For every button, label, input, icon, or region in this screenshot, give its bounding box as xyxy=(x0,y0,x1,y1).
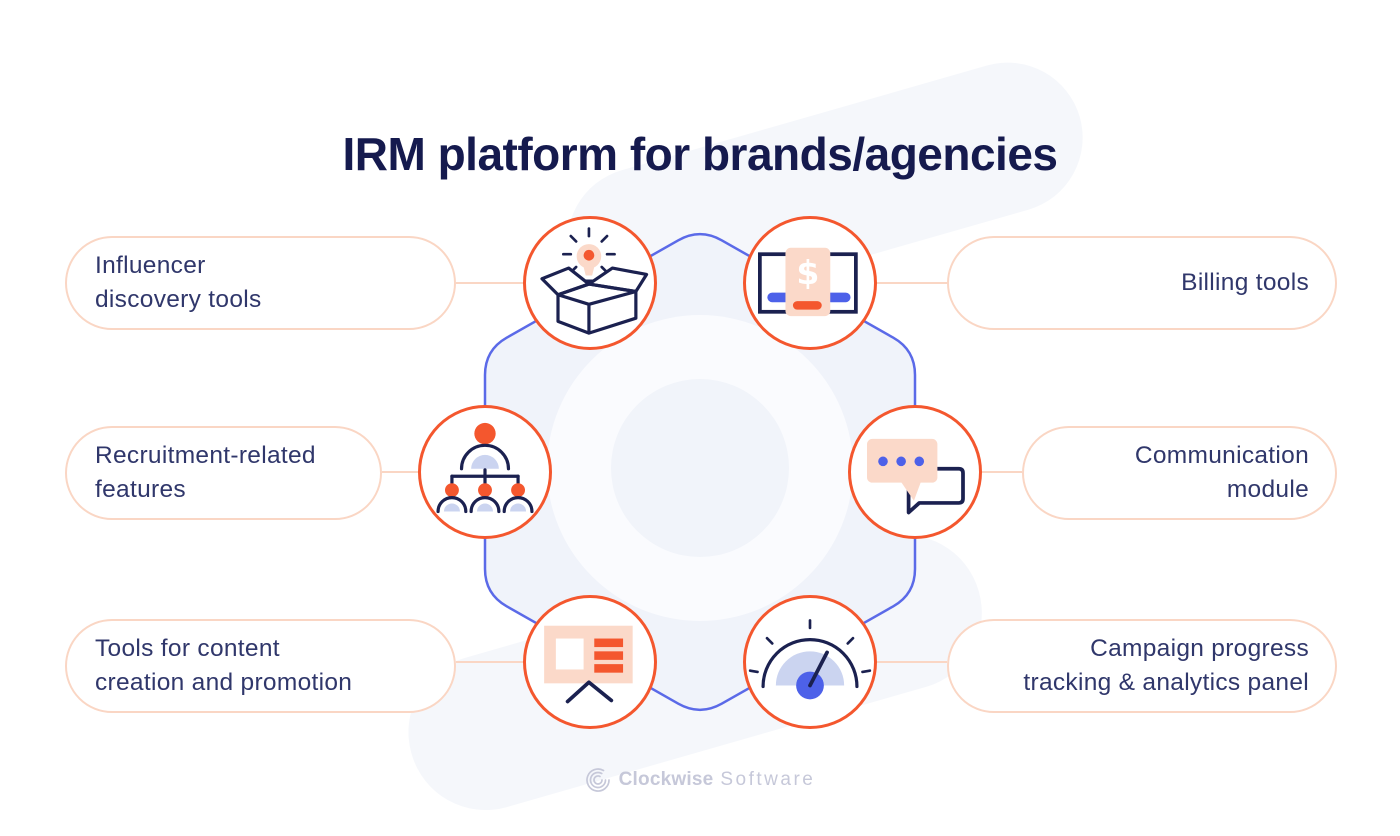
icon-circle-communication-module xyxy=(848,405,982,539)
clockwise-logo-icon xyxy=(585,768,610,792)
icon-circle-campaign-tracking xyxy=(743,595,877,729)
card-image-placeholder xyxy=(555,638,584,670)
feature-pill-recruitment-features: Recruitment-related features xyxy=(65,426,382,520)
org-chart-icon xyxy=(436,422,534,514)
orange-bar xyxy=(792,301,822,310)
leader-head xyxy=(474,422,496,445)
gauge-needle xyxy=(808,650,829,688)
feature-pill-billing-tools: Billing tools xyxy=(947,236,1337,330)
icon-circle-recruitment-features xyxy=(418,405,552,539)
feature-pill-influencer-discovery: Influencer discovery tools xyxy=(65,236,456,330)
open-box-idea-icon xyxy=(540,227,649,335)
team-members xyxy=(436,483,534,514)
feature-label-line: Recruitment-related xyxy=(95,442,316,469)
brand-name-light: Software xyxy=(720,768,816,790)
feature-label-line: discovery tools xyxy=(95,286,262,313)
bulb-filament-dot xyxy=(583,249,595,261)
gauge-arc xyxy=(761,638,859,689)
org-lines xyxy=(450,468,520,485)
page-title: IRM platform for brands/agencies xyxy=(342,127,1058,180)
connector-lines xyxy=(382,282,1022,663)
feature-pill-communication-module: Communication module xyxy=(1022,426,1337,520)
brand-name-bold: Clockwise xyxy=(618,768,714,790)
feature-label-line: features xyxy=(95,476,186,503)
feature-label-line: Billing tools xyxy=(1181,269,1309,296)
gauge-fill xyxy=(775,651,845,686)
gauge-icon xyxy=(748,619,872,700)
icon-circle-influencer-discovery xyxy=(523,216,657,350)
card-text-bars xyxy=(594,638,624,673)
leader-shoulders xyxy=(459,443,511,471)
hexagon-inner-lavender-circle xyxy=(611,379,789,557)
feature-label-line: Communication xyxy=(1134,442,1309,469)
peach-bubble-tail xyxy=(900,480,922,501)
billing-receipt-icon: $ xyxy=(758,247,858,317)
gauge-ticks xyxy=(748,619,872,674)
feature-label-line: module xyxy=(1226,476,1309,503)
feature-label-line: Influencer xyxy=(95,252,206,279)
feature-label-line: creation and promotion xyxy=(95,669,353,696)
bulb-neck xyxy=(583,267,595,276)
feature-pill-campaign-tracking: Campaign progress tracking & analytics p… xyxy=(947,619,1337,713)
feature-label-line: tracking & analytics panel xyxy=(1023,669,1309,696)
open-box xyxy=(540,266,649,335)
leader-body-fill xyxy=(471,454,499,469)
bulb-rays xyxy=(562,227,616,274)
easel-stand xyxy=(565,680,614,704)
typing-dots xyxy=(878,456,925,467)
icon-circle-content-tools xyxy=(523,595,657,729)
feature-label-line: Campaign progress xyxy=(1090,635,1309,662)
feature-label-line: Tools for content xyxy=(95,635,280,662)
dollar-sign: $ xyxy=(796,253,819,292)
content-card-icon xyxy=(544,625,633,704)
chat-bubbles-icon xyxy=(867,438,965,515)
receipt xyxy=(785,247,831,317)
icon-circle-billing-tools: $ xyxy=(743,216,877,350)
footer-brand: Clockwise Software xyxy=(0,766,1400,793)
feature-pill-content-tools: Tools for content creation and promotion xyxy=(65,619,456,713)
